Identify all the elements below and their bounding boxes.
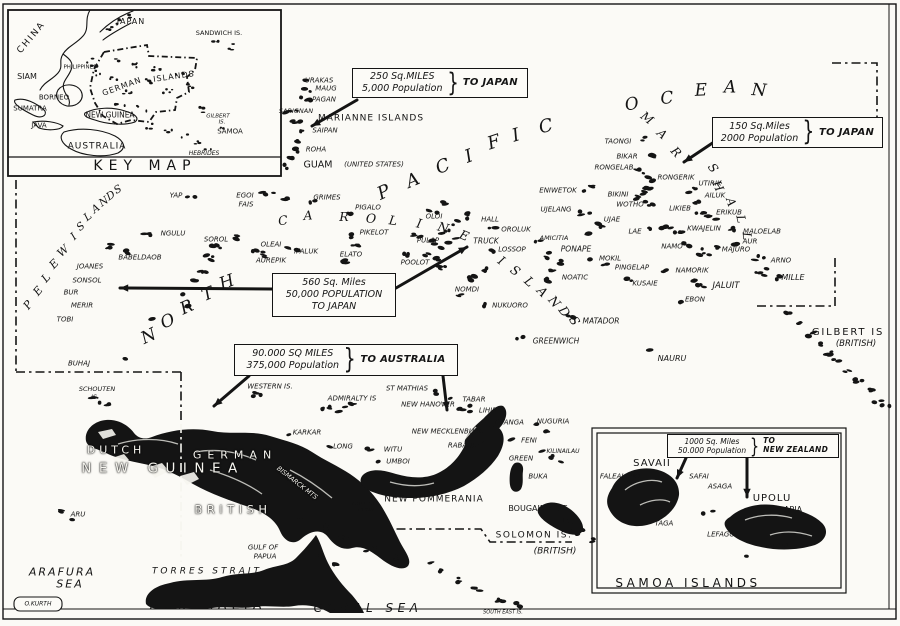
callout-destination: TO JAPAN (819, 126, 875, 138)
callout-destination: TO JAPAN (462, 77, 518, 89)
keymap-title: KEY MAP (93, 158, 197, 174)
brace-glyph: } (343, 343, 356, 375)
callout-destination: TO AUSTRALIA (360, 354, 446, 366)
brace-glyph: } (446, 67, 459, 98)
brace-glyph: } (802, 116, 815, 147)
brace-glyph: } (750, 433, 760, 458)
samoa-inset-title: SAMOA ISLANDS (615, 576, 761, 590)
cartographer-signature: O.KURTH (24, 600, 52, 608)
